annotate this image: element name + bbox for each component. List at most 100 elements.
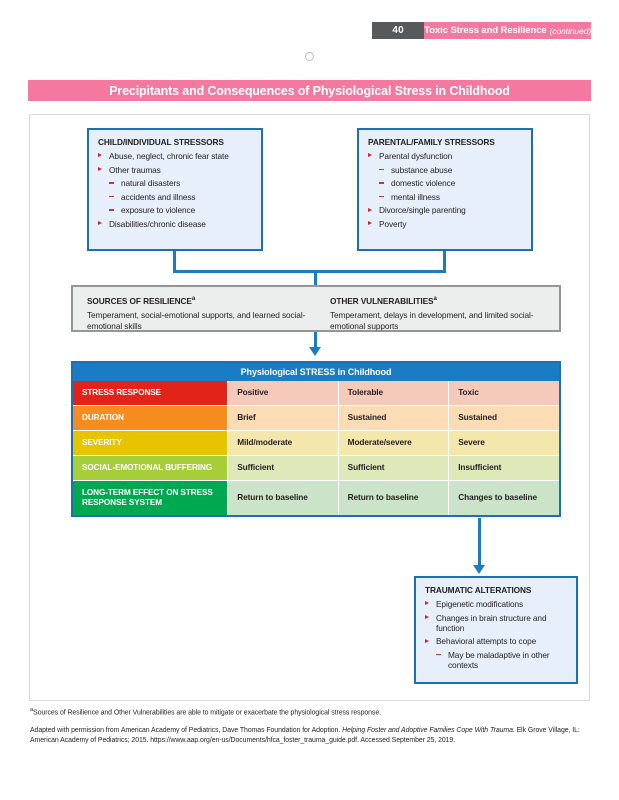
figure-frame: CHILD/INDIVIDUAL STRESSORS Abuse, neglec… [29,114,590,701]
list-item: natural disasters [109,178,253,188]
arrowhead-to-trauma-icon [473,565,485,574]
running-head-title: Toxic Stress and Resilience (continued) [424,22,591,39]
list-item-label: domestic violence [391,178,456,189]
matrix-row-label: LONG-TERM EFFECT ON STRESS RESPONSE SYST… [73,480,228,515]
matrix-cell: Changes to baseline [448,480,559,515]
source-title: Helping Foster and Adoptive Families Cop… [342,726,515,734]
matrix-cell: Positive [227,381,339,406]
list-item: Abuse, neglect, chronic fear state [98,151,253,161]
matrix-row-label: SOCIAL-EMOTIONAL BUFFERING [73,455,228,481]
triangle-bullet-icon [425,601,429,606]
list-item: exposure to violence [109,205,253,215]
list-item-label: Other traumas [109,164,161,175]
arrowhead-to-matrix-icon [309,347,321,356]
physiological-stress-matrix: Physiological STRESS in Childhood STRESS… [71,361,561,517]
matrix-cell: Sustained [337,405,449,431]
list-item-label: Disabilities/chronic disease [109,219,206,230]
triangle-bullet-icon [98,166,102,171]
other-vulnerabilities-label: OTHER VULNERABILITIES [330,296,434,306]
table-row: LONG-TERM EFFECT ON STRESS RESPONSE SYST… [73,480,559,515]
child-individual-stressors-box: CHILD/INDIVIDUAL STRESSORS Abuse, neglec… [87,128,263,251]
source-post: Elk Grove Village, IL: American Academy … [30,726,580,745]
matrix-row-label: DURATION [73,405,228,431]
running-head-title-text: Toxic Stress and Resilience [424,25,547,36]
matrix-cell: Severe [448,430,559,456]
list-item: Divorce/single parenting [368,205,523,215]
matrix-row-label: STRESS RESPONSE [73,381,228,406]
footnote-marker: a [191,296,196,303]
child-box-title: CHILD/INDIVIDUAL STRESSORS [98,137,224,147]
connector-horizontal-join [173,270,446,273]
triangle-bullet-icon [425,614,429,619]
list-item: Disabilities/chronic disease [98,219,253,229]
list-item-label: Behavioral attempts to cope [436,636,537,647]
list-item-label: mental illness [391,191,440,202]
page-number: 40 [372,22,425,39]
dash-bullet-icon [379,182,384,184]
child-box-list: Abuse, neglect, chronic fear state Other… [98,151,253,229]
dash-bullet-icon [379,168,384,171]
connector-matrix-to-trauma [478,518,481,567]
list-item: Changes in brain structure and function [425,613,568,633]
trauma-box-title: TRAUMATIC ALTERATIONS [425,585,532,595]
sources-of-resilience-label: SOURCES OF RESILIENCE [87,296,192,306]
trauma-box-list: Epigenetic modifications Changes in brai… [425,599,568,670]
dash-bullet-icon [109,182,114,184]
dash-bullet-icon [109,209,114,211]
footnote-marker: a [433,296,437,303]
triangle-bullet-icon [425,638,429,643]
parent-box-list: Parental dysfunction substance abuse dom… [368,151,523,229]
running-head: 40 Toxic Stress and Resilience (continue… [372,22,591,39]
matrix-cell: Toxic [448,381,559,406]
connector-parent-down [443,251,446,272]
resilience-vulnerability-panel: SOURCES OF RESILIENCEa Temperament, soci… [71,285,561,332]
matrix-row-label: SEVERITY [73,430,228,456]
other-vulnerabilities-text: Temperament, delays in development, and … [330,310,534,331]
triangle-bullet-icon [368,207,372,212]
dash-bullet-icon [109,195,114,198]
parent-box-title: PARENTAL/FAMILY STRESSORS [368,137,495,147]
figure-banner-title: Precipitants and Consequences of Physiol… [28,80,591,101]
source-pre: Adapted with permission from American Ac… [30,726,343,734]
list-item-label: Epigenetic modifications [436,599,524,609]
dash-bullet-icon [379,195,384,198]
parent-box-sublist: substance abuse domestic violence mental… [379,165,523,202]
list-item: domestic violence [379,178,523,188]
list-item-label: Parental dysfunction [379,151,453,161]
parental-family-stressors-box: PARENTAL/FAMILY STRESSORS Parental dysfu… [357,128,533,251]
running-head-continued: (continued) [549,25,592,36]
sources-of-resilience-cell: SOURCES OF RESILIENCEa Temperament, soci… [73,287,316,331]
list-item-label: Divorce/single parenting [379,205,466,216]
list-item-label: Abuse, neglect, chronic fear state [109,151,229,161]
matrix-cell: Sufficient [337,455,449,481]
matrix-cell: Moderate/severe [337,430,449,456]
list-item: Epigenetic modifications [425,599,568,609]
list-item: May be maladaptive in other contexts [436,650,568,670]
list-item: substance abuse [379,165,523,175]
list-item-label: accidents and illness [121,191,196,202]
connector-child-down [173,251,176,272]
list-item-label: natural disasters [121,178,181,189]
footnote-marker: a [30,707,34,713]
other-vulnerabilities-cell: OTHER VULNERABILITIESa Temperament, dela… [316,287,559,331]
source-citation: Adapted with permission from American Ac… [30,726,590,747]
list-item: Other traumas natural disasters accident… [98,165,253,216]
matrix-cell: Tolerable [337,381,449,406]
list-item: accidents and illness [109,192,253,202]
matrix-cell: Return to baseline [337,480,449,515]
child-box-sublist: natural disasters accidents and illness … [109,178,253,215]
traumatic-alterations-box: TRAUMATIC ALTERATIONS Epigenetic modific… [414,576,578,684]
triangle-bullet-icon [98,221,102,226]
list-item: mental illness [379,192,523,202]
list-item-label: Changes in brain structure and function [436,612,547,633]
matrix-header: Physiological STRESS in Childhood [73,363,559,381]
dash-bullet-icon [436,653,441,656]
sources-of-resilience-title: SOURCES OF RESILIENCEa [87,296,316,306]
list-item: Parental dysfunction substance abuse dom… [368,151,523,202]
matrix-cell: Sustained [448,405,559,431]
list-item-label: exposure to violence [121,205,196,216]
